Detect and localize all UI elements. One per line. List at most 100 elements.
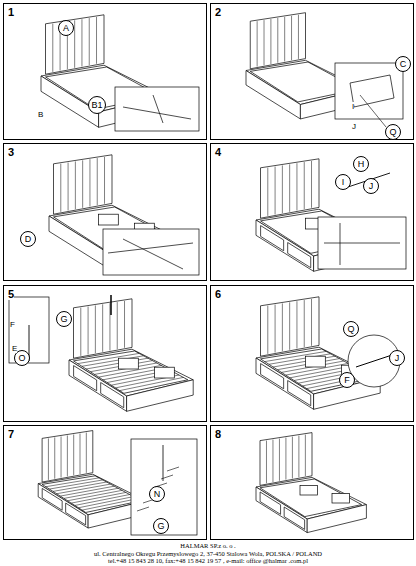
drawing-outline (54, 155, 113, 214)
drawing-outline (350, 75, 394, 107)
drawing-line (289, 302, 290, 350)
drawing-line (282, 165, 283, 213)
part-circle: N (149, 486, 165, 502)
drawing-outline (246, 71, 300, 119)
part-label: B (38, 110, 43, 119)
part-label: I (352, 102, 354, 111)
part-letter: I (342, 177, 345, 187)
drawing-line (68, 490, 122, 500)
drawing-line (296, 163, 297, 210)
drawing-outline (49, 216, 107, 267)
footer-text: tel.+48 15 843 28 10, fax:+48 15 842 19 … (0, 557, 416, 565)
drawing-outline (101, 383, 124, 408)
drawing-line (153, 95, 163, 123)
step-number: 4 (215, 146, 221, 158)
drawing-line (117, 302, 118, 349)
drawing-outline (284, 507, 304, 529)
part-circle: C (395, 56, 411, 72)
drawing-line (311, 161, 312, 208)
drawing-line (124, 301, 125, 348)
drawing-line (68, 163, 69, 211)
part-letter: Q (389, 127, 396, 137)
detail-inset (99, 214, 119, 225)
detail-inset (332, 493, 350, 503)
drawing-line (81, 19, 82, 66)
drawing-outline (69, 360, 127, 411)
drawing-outline (250, 13, 305, 69)
drawing-outline (127, 380, 194, 412)
drawing-line (54, 437, 55, 478)
drawing-outline (261, 297, 320, 356)
drawing-outline (46, 15, 105, 74)
step-panel: 8 (210, 425, 414, 540)
drawing-line (282, 303, 283, 351)
drawing-outline (66, 503, 86, 525)
drawing-line (89, 18, 90, 65)
part-letter: N (154, 489, 161, 499)
detail-inset (318, 217, 406, 269)
drawing-line (289, 164, 290, 212)
drawing-outline (261, 364, 284, 389)
part-letter: H (358, 159, 365, 169)
part-letter: B1 (91, 100, 102, 110)
part-letter: C (400, 59, 407, 69)
step-panel: 6QJF (210, 285, 414, 422)
part-circle: G (153, 518, 169, 534)
footer-text: ul. Centralnego Okregu Przemyslowego 2, … (0, 550, 416, 558)
drawing-line (284, 17, 285, 62)
drawing-line (86, 433, 87, 473)
drawing-outline (288, 243, 311, 268)
step-number: 8 (215, 428, 221, 440)
footer-text: HALMAR SP.z o. o . (0, 542, 416, 550)
drawing-line (123, 107, 191, 119)
drawing-line (296, 301, 297, 348)
part-label: J (352, 122, 356, 131)
part-circle: Q (385, 124, 401, 140)
drawing-outline (256, 220, 314, 271)
drawing-outline (74, 299, 133, 358)
drawing-line (304, 300, 305, 347)
drawing-line (57, 484, 111, 494)
drawing-line (110, 295, 112, 315)
step-panel: 3D (3, 143, 207, 281)
drawing-line (340, 223, 341, 265)
detail-inset (131, 439, 197, 535)
drawing-line (298, 436, 299, 478)
drawing-line (104, 157, 105, 204)
drawing-line (137, 507, 149, 511)
drawing-line (97, 158, 98, 205)
drawing-line (123, 239, 183, 269)
detail-inset (103, 229, 199, 275)
drawing-line (60, 486, 114, 496)
part-letter: G (60, 314, 67, 324)
drawing-line (71, 492, 126, 503)
part-circle: H (353, 156, 369, 172)
part-circle: F (339, 372, 355, 388)
drawing-line (304, 162, 305, 209)
drawing-line (49, 480, 102, 489)
drawing-line (95, 305, 96, 353)
drawing-line (291, 16, 292, 60)
drawing-line (96, 17, 97, 64)
drawing-outline (261, 226, 284, 251)
drawing-line (52, 24, 53, 72)
step-number: 3 (8, 146, 14, 158)
part-label: F (10, 320, 15, 329)
part-letter: G (157, 521, 164, 531)
part-letter: D (25, 234, 32, 244)
drawing-outline (288, 381, 311, 406)
drawing-outline (42, 431, 93, 482)
drawing-outline (256, 487, 307, 533)
drawing-line (80, 434, 81, 475)
part-letter: A (63, 23, 69, 33)
drawing-line (267, 168, 268, 216)
part-circle: J (389, 350, 405, 366)
drawing-line (267, 306, 268, 354)
step-number: 7 (8, 428, 14, 440)
detail-inset (119, 358, 139, 369)
drawing-line (75, 161, 76, 209)
part-label: E (12, 344, 17, 353)
part-circle: J (363, 178, 379, 194)
